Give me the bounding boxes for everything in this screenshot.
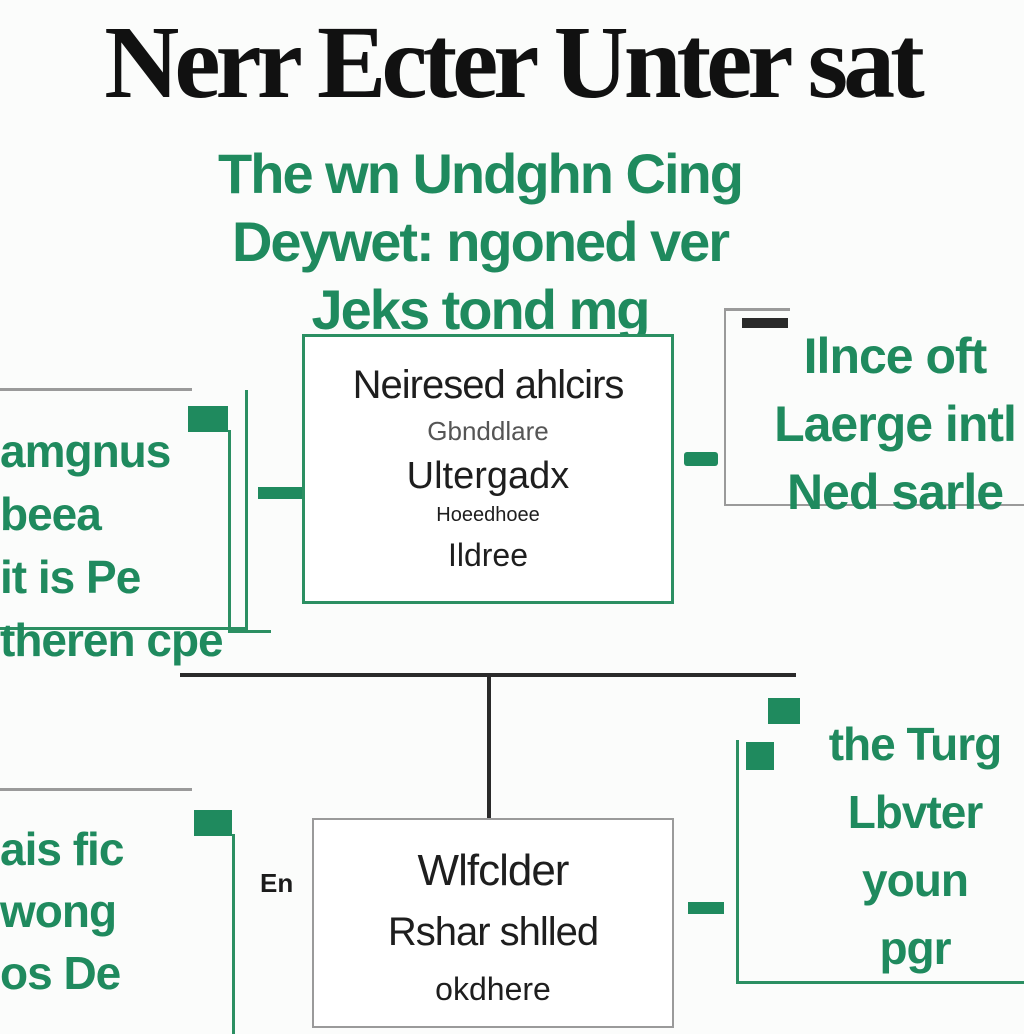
bottom-right-tab-top (768, 698, 800, 724)
left-node-text: amgnus beea it is Pe theren cpe (0, 420, 250, 672)
bottom-left-line: wong (0, 885, 117, 937)
bottom-center-line: Rshar shlled (387, 910, 599, 954)
bottom-left-line: ais fic (0, 823, 124, 875)
bottom-center-heading: Wlfclder (417, 846, 570, 895)
bottom-center-line: okdhere (435, 971, 551, 1007)
diagram-subtitle: The wn Undghn Cing Deywet: ngoned ver Je… (180, 140, 780, 344)
right-connector-dash (684, 452, 718, 466)
right-node-tab (742, 318, 788, 328)
vertical-connector (487, 676, 491, 820)
center-node-line: Ultergadx (406, 455, 570, 497)
left-node-line: it is Pe (0, 551, 141, 603)
bottom-left-top-line (0, 788, 192, 791)
right-node-box (724, 310, 1024, 506)
left-node-line: beea (0, 488, 102, 540)
bottom-right-line: the Turg (828, 718, 1003, 770)
left-node-tab (188, 406, 228, 432)
bottom-right-connector-dash (688, 902, 724, 914)
subtitle-line: Jeks tond mg (311, 278, 651, 341)
bottom-right-line: youn (862, 854, 969, 906)
horizontal-connector (180, 673, 796, 677)
right-node-top-line (724, 308, 790, 311)
left-node-line: theren cpe (0, 614, 224, 666)
left-node-top-line (0, 388, 192, 391)
center-node-heading: Neiresed ahlcirs (352, 363, 625, 407)
right-node-line: Ned sarle (786, 464, 1004, 520)
left-connector-dash (258, 487, 302, 499)
bottom-right-line: Lbvter (847, 786, 984, 838)
center-node-line: Ildree (447, 537, 529, 573)
bottom-center-node-box: Wlfclder Rshar shlled okdhere (312, 818, 674, 1028)
bottom-right-line: pgr (879, 922, 951, 974)
bottom-right-node-box (736, 740, 1024, 984)
subtitle-line: Deywet: ngoned ver (231, 210, 730, 273)
subtitle-line: The wn Undghn Cing (218, 142, 744, 205)
right-node-line: Ilnce oft (803, 328, 988, 384)
bottom-left-side (232, 834, 257, 1034)
bottom-right-tab-left (746, 742, 774, 770)
bottom-right-node-text: the Turg Lbvter youn pgr (800, 710, 1024, 982)
left-node-box (0, 390, 248, 630)
bottom-left-node-text: ais fic wong os De (0, 818, 250, 1004)
bottom-left-tab (194, 810, 232, 836)
bottom-left-line: os De (0, 947, 121, 999)
bottom-left-side-label: En (260, 868, 294, 898)
right-node-text: Ilnce oft Laerge intl Ned sarle (750, 322, 1024, 526)
center-node-line: Gbnddlare (427, 416, 549, 446)
left-node-side (228, 430, 271, 633)
diagram-title: Nerr Ecter Unter sat (104, 5, 924, 120)
center-node-box: Neiresed ahlcirs Gbnddlare Ultergadx Hoe… (302, 334, 674, 604)
left-node-line: amgnus (0, 425, 171, 477)
center-node-line: Hoeedhoee (436, 504, 540, 526)
right-node-line: Laerge intl (774, 396, 1017, 452)
